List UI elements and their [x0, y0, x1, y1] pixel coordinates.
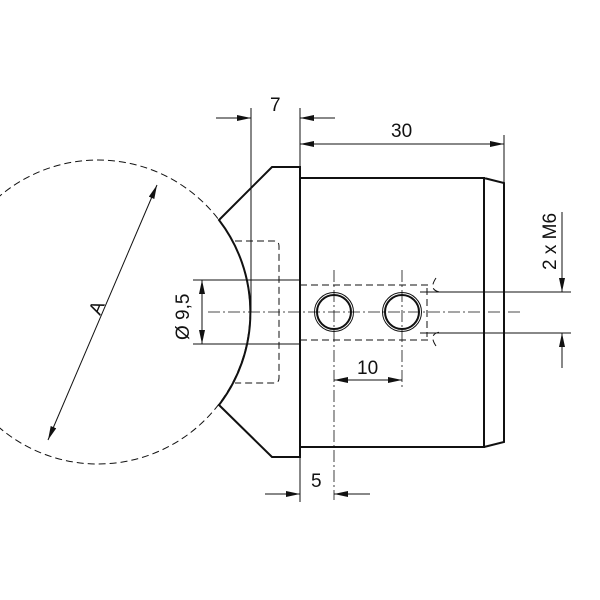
dim-tube-diameter: A — [85, 298, 109, 318]
dim-flange-width: 7 — [270, 95, 281, 116]
body — [300, 177, 505, 448]
hole — [314, 292, 354, 332]
hole — [382, 292, 422, 332]
dim-body-length: 30 — [391, 121, 412, 142]
dim-hole-spacing: 10 — [357, 358, 378, 379]
dim-hole-offset: 5 — [311, 471, 322, 492]
dim-bore-diameter: Ø 9,5 — [173, 294, 194, 340]
hidden-bore — [300, 284, 430, 341]
dim-thread: 2 x M6 — [540, 213, 561, 270]
